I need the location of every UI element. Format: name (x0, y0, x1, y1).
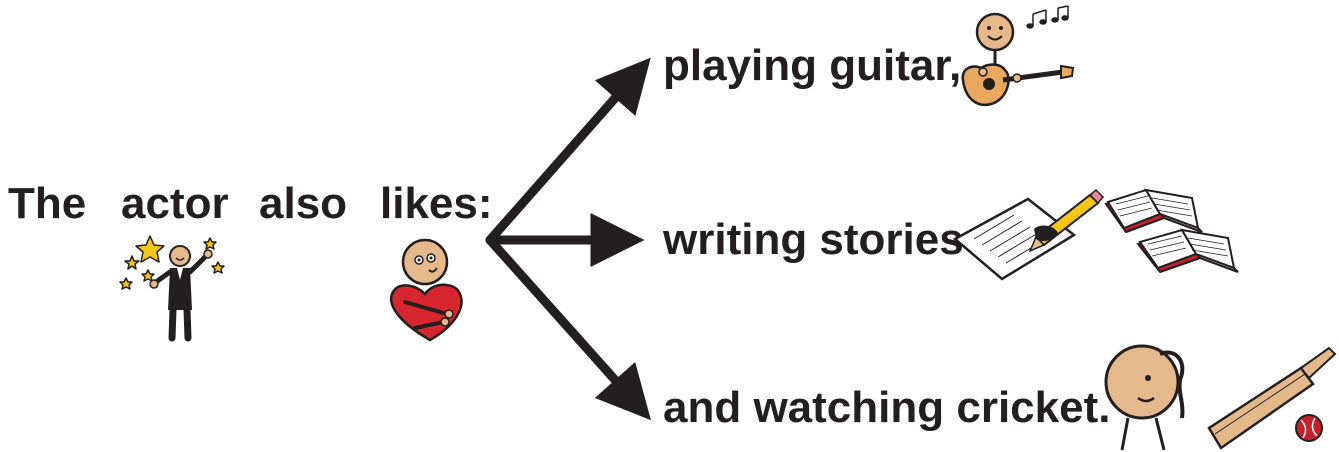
writing-paper-icon (952, 188, 1105, 281)
word-the: The (8, 179, 87, 228)
cricket-bat-ball-icon (1207, 346, 1337, 450)
option-writing-stories: writing stories (663, 215, 964, 264)
heart-hug-icon (389, 238, 463, 342)
open-books-icon (1104, 188, 1239, 274)
guitar-player-icon (961, 5, 1075, 107)
word-actor: actor (121, 179, 229, 228)
arrow-to-guitar (485, 57, 651, 245)
option-watching-cricket: and watching cricket. (663, 383, 1111, 432)
actor-icon (119, 235, 225, 342)
cricket-watcher-icon (1104, 344, 1185, 451)
option-playing-guitar: playing guitar, (663, 41, 962, 90)
word-likes: likes: (380, 179, 493, 228)
arrow-to-cricket (485, 235, 651, 421)
word-also: also (259, 179, 348, 228)
